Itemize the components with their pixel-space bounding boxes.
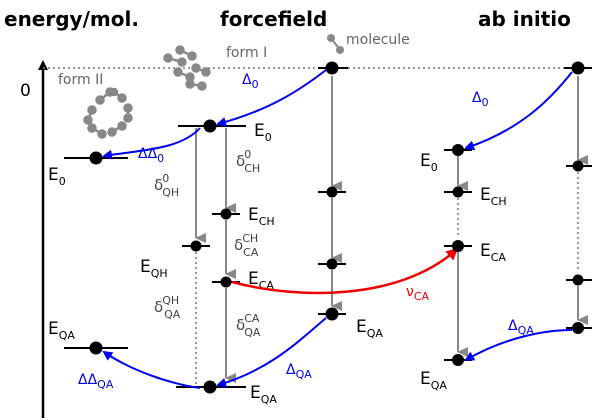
ff-molecule-dot-3 [326,258,338,270]
nu-ca-label: νCA [406,284,430,303]
ai-molecule-dot-2 [572,160,584,172]
ff-form1-ech-label: ECH [248,205,275,228]
ff-form1-eqa-label: EQA [250,383,277,406]
ff-ddelta-qa-arrow [102,350,201,389]
ff-form1-ech-dot [220,208,232,220]
ai-crystal-eca-dot [452,240,464,252]
nu-ca-arrow [231,248,459,295]
ai-molecule-dot-4 [572,322,584,334]
ai-crystal-eca-label: ECA [480,241,506,264]
ff-form2-e0-label: E0 [48,165,66,188]
ai-crystal-e0-label: E0 [420,151,438,174]
ff-ddelta-0-arrow [102,127,201,160]
ai-molecule-dot-3 [572,274,584,286]
ai-crystal-ech-dot [452,186,464,198]
ff-form1-eqh-dot [190,240,202,252]
ff-molecule-dot-4 [325,307,339,321]
ff-form1-e0-dot [203,119,217,133]
ai-crystal-eqa-label: EQA [420,369,447,392]
ff-delta-qa-arrow [216,317,327,388]
ff-ddelta-0-label: ΔΔ0 [138,146,164,165]
ai-delta-qa-arrow [464,329,573,362]
ff-form1-eca-dot [220,276,232,288]
molecule-label: molecule [346,32,410,48]
ai-delta-0-arrow [464,71,573,151]
ff-molecule-eqa-label: EQA [356,317,383,340]
ai-crystal-ech-label: ECH [480,185,507,208]
ai-crystal-e0-dot [452,144,464,156]
ff-ddelta-qa-label: ΔΔQA [78,372,114,391]
ff-delta-0-arrow [216,69,327,127]
form-one-crystal-icon [163,45,211,91]
molecule-icon [327,34,344,54]
form-two-crystal-icon [83,87,133,139]
ff-delta-qa-label: ΔQA [286,362,312,381]
header-forcefield: forcefield [220,7,327,31]
ff-form2-eqa-label: EQA [48,319,75,342]
ff-molecule-dot-2 [326,186,338,198]
ai-molecule-dot [571,61,585,75]
form-two-label: form II [58,72,103,88]
ff-form1-eqh-label: EQH [140,257,168,280]
ai-delta-0-label: Δ0 [472,90,489,109]
header-ab-initio: ab initio [478,7,571,31]
header-energy: energy/mol. [4,7,139,31]
ff-form2-e0-dot [89,151,103,165]
axis-zero-label: 0 [20,81,31,101]
form-one-label: form I [226,45,267,61]
ai-crystal-eqa-dot [452,354,464,366]
ff-form1-eqa-dot [203,380,217,394]
ai-delta-qa-label: ΔQA [508,318,534,337]
ff-delta-0-label: Δ0 [242,72,259,91]
ff-form2-eqa-dot [89,341,103,355]
ff-form1-e0-label: E0 [254,121,272,144]
